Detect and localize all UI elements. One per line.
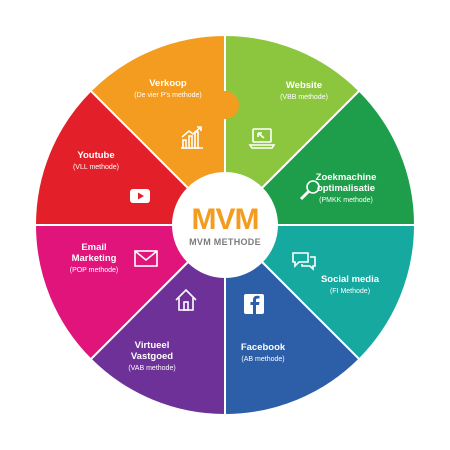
facebook-icon [244,294,264,314]
segment-title: Virtueel [135,340,170,351]
segment-shape-verkoop [89,33,226,190]
envelope-icon [134,250,158,267]
segment-label-facebook: Facebook (AB methode) [241,342,286,363]
growth-chart-icon [181,126,203,149]
segment-label-social: Social media (FI Methode) [321,274,380,295]
segment-verkoop [89,33,239,190]
segment-subtitle: (VBB methode) [280,94,328,101]
house-icon [175,288,197,311]
segment-title: Youtube [77,150,114,161]
segment-title: optimalisatie [317,183,375,194]
puzzle-knob-verkoop [211,91,239,119]
segment-title: Website [286,80,322,91]
mvm-logo: MVM [192,203,259,236]
chat-bubbles-icon [292,252,316,271]
segment-subtitle: (VLL methode) [73,164,119,171]
segment-shape-vastgoed [89,260,226,417]
segment-subtitle: (POP methode) [70,267,119,274]
segment-subtitle: (PMKK methode) [319,197,373,204]
segment-shape-zoekmachine [260,89,417,226]
segment-shape-social [260,224,417,361]
segment-subtitle: (De vier P's methode) [134,92,201,99]
segment-title: Verkoop [149,78,187,89]
segment-label-youtube: Youtube (VLL methode) [73,150,119,171]
segment-title: Facebook [241,342,286,353]
laptop-icon [248,128,276,149]
magnifier-icon [299,180,320,201]
segment-subtitle: (FI Methode) [330,288,370,295]
segment-title: Marketing [72,253,117,264]
segment-subtitle: (VAB methode) [128,365,175,372]
youtube-icon [130,189,150,203]
center-logo-circle: MVM MVM METHODE [175,175,275,275]
segment-title: Email [81,242,106,253]
segment-title: Zoekmachine [316,172,377,183]
segment-shape-email [33,224,190,361]
segment-title: Social media [321,274,380,285]
segment-subtitle: (AB methode) [241,356,284,363]
segment-shape-website [224,33,361,190]
segment-label-website: Website (VBB methode) [280,80,328,101]
segment-label-verkoop: Verkoop (De vier P's methode) [134,78,201,99]
center-subtitle: MVM METHODE [189,237,261,247]
segment-title: Vastgoed [131,351,173,362]
